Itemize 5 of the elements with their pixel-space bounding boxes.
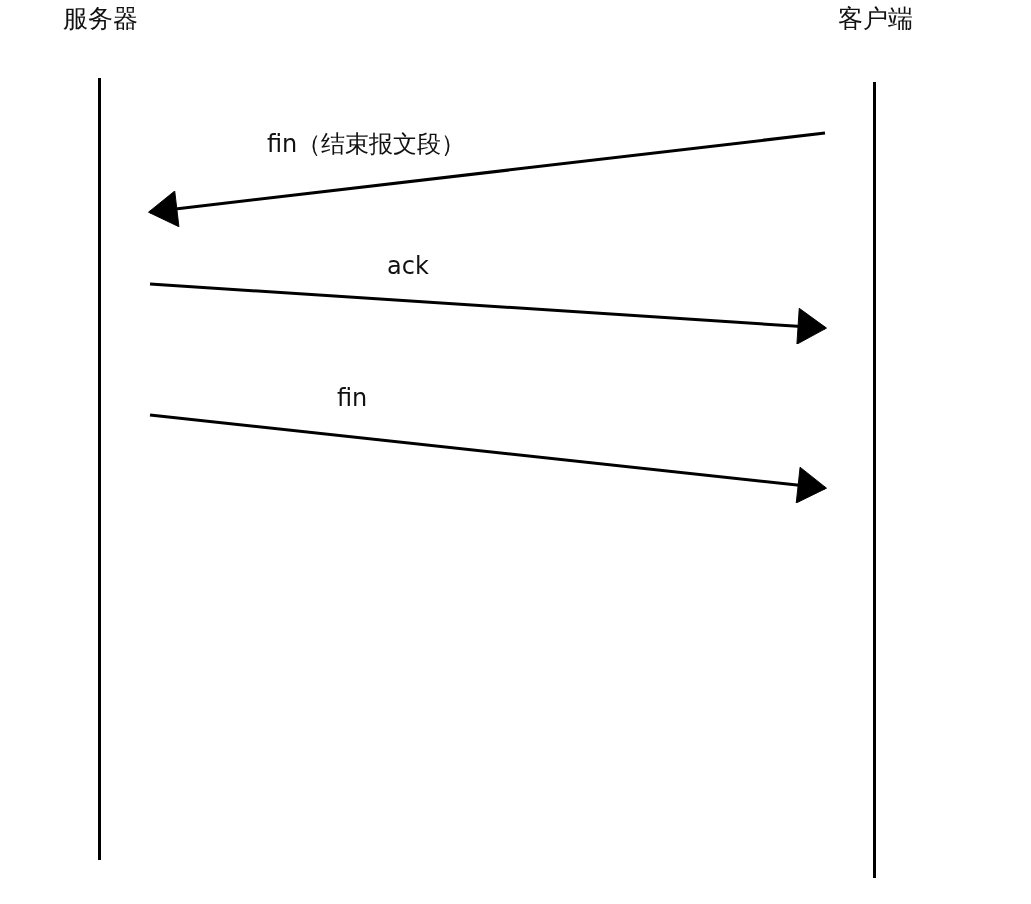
arrow xyxy=(149,282,827,345)
participant-label: 客户端 xyxy=(836,3,914,35)
arrow xyxy=(149,413,827,504)
arrow xyxy=(148,131,826,228)
participant-label: 服务器 xyxy=(61,3,139,35)
